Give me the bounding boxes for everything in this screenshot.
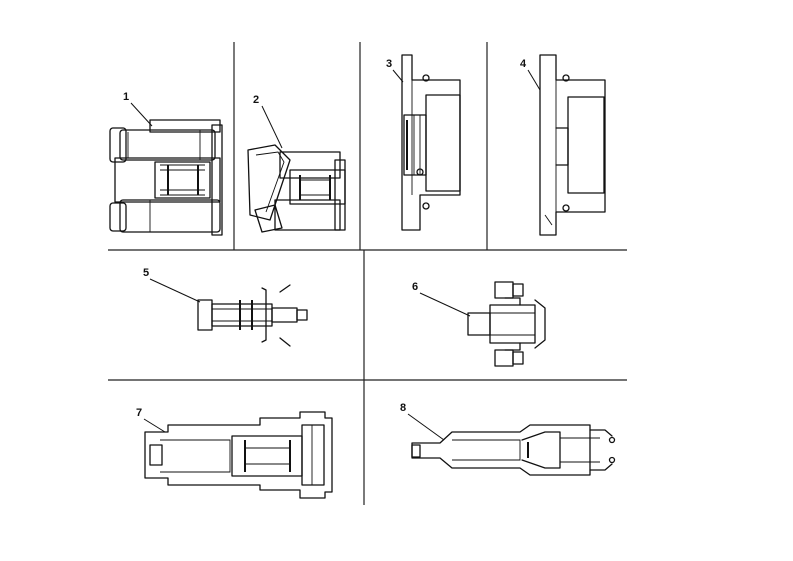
part-7-drawing <box>144 411 333 499</box>
callout-7: 7 <box>136 407 166 433</box>
part-6-drawing <box>467 281 546 367</box>
callout-3-label: 3 <box>386 58 392 70</box>
callout-4: 4 <box>520 58 541 91</box>
callout-1: 1 <box>123 91 153 127</box>
part-4-drawing <box>539 54 606 236</box>
part-2-drawing <box>247 144 346 233</box>
part-3-drawing <box>401 54 461 231</box>
callout-6: 6 <box>412 281 471 317</box>
callout-8: 8 <box>400 402 445 441</box>
callout-8-label: 8 <box>400 402 406 414</box>
callout-3: 3 <box>386 58 404 83</box>
part-8-drawing <box>411 424 616 476</box>
callout-7-label: 7 <box>136 407 142 419</box>
callout-1-label: 1 <box>123 91 129 103</box>
callout-2-label: 2 <box>253 94 259 106</box>
part-5-drawing <box>197 284 308 347</box>
panel-dividers <box>108 42 627 505</box>
callout-4-label: 4 <box>520 58 527 70</box>
part-1-drawing <box>109 119 223 236</box>
callout-6-label: 6 <box>412 281 418 293</box>
callout-5-label: 5 <box>143 267 149 279</box>
callout-2: 2 <box>253 94 283 149</box>
callout-5: 5 <box>143 267 201 303</box>
